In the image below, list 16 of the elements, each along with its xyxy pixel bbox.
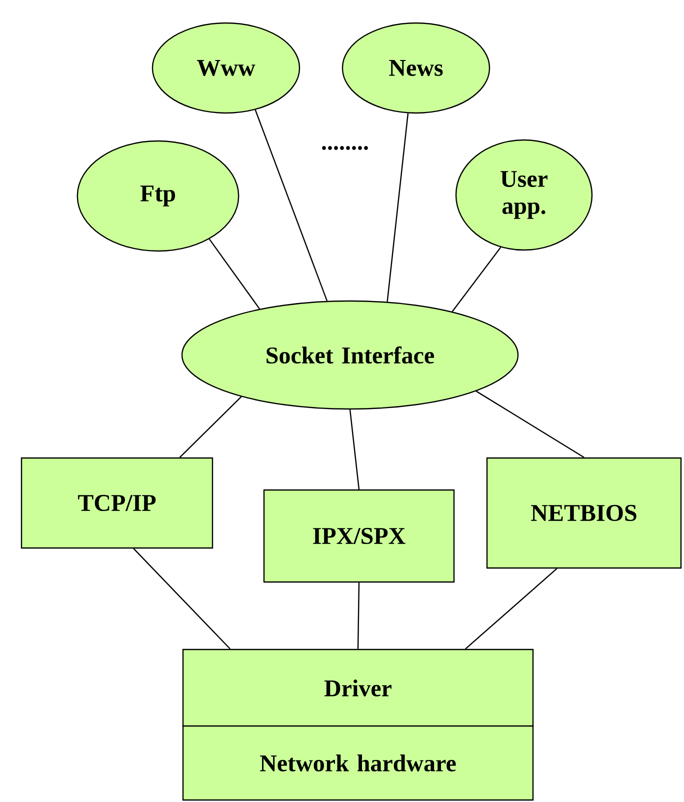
connector-line (476, 390, 584, 458)
connector-line (386, 113, 409, 302)
connector-line (254, 110, 328, 302)
layer-box: NETBIOS (486, 457, 682, 569)
connector-line (349, 410, 360, 490)
connector-line (133, 548, 231, 650)
ellipsis-label: ........ (322, 146, 368, 150)
layer-box: TCP/IP (20, 457, 214, 549)
layer-box: Network hardware (182, 725, 534, 801)
connector-line (465, 568, 558, 650)
connector-line (357, 582, 360, 649)
layer-box: IPX/SPX (263, 489, 455, 583)
layer-box: Driver (182, 648, 534, 728)
connector-line (208, 238, 260, 310)
connector-line (452, 246, 502, 312)
connector-line (179, 396, 242, 458)
